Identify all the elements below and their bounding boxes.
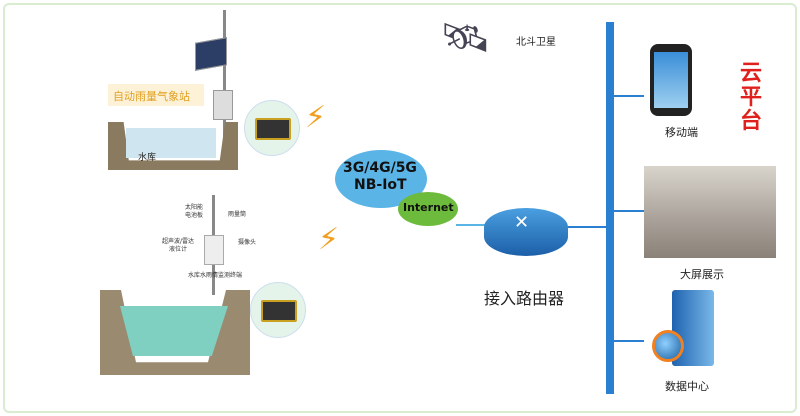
endpoint-big-screen: 大屏展示 xyxy=(680,268,724,281)
station-label-box xyxy=(108,84,204,106)
terminal-bubble-bottom xyxy=(250,282,306,338)
label-solar: 太阳能电池板 xyxy=(184,204,203,219)
terminal-bubble-top xyxy=(244,100,300,156)
monitoring-station xyxy=(200,195,240,295)
reservoir-water xyxy=(126,128,216,158)
signal-lightning-icon: ⚡ xyxy=(318,222,340,257)
bus-branch xyxy=(614,210,644,212)
internet-label: Internet xyxy=(403,201,454,214)
big-screen-image xyxy=(644,166,776,258)
endpoint-data-center: 数据中心 xyxy=(665,380,709,393)
diagram-frame xyxy=(3,3,797,413)
terminal-icon xyxy=(255,118,291,140)
router-label: 接入路由器 xyxy=(484,289,565,308)
station-label: 自动雨量气象站 xyxy=(113,90,190,103)
reservoir-bottom-water xyxy=(120,306,228,356)
satellite-icon: 🛰 xyxy=(440,15,491,61)
bus-branch xyxy=(614,340,644,342)
terminal-icon xyxy=(261,300,297,322)
label-terminal: 水库水雨情监测终端 xyxy=(188,272,243,279)
link-line xyxy=(456,224,496,226)
satellite-label: 北斗卫星 xyxy=(516,37,556,48)
label-camera: 摄像头 xyxy=(238,239,257,246)
endpoint-mobile: 移动端 xyxy=(665,126,698,139)
router-link xyxy=(568,226,610,228)
internet-cloud xyxy=(398,192,458,226)
network-bus xyxy=(606,22,614,394)
mobile-phone-icon xyxy=(650,44,692,116)
weather-station xyxy=(195,10,255,150)
label-level-meter: 超声波/雷达液位计 xyxy=(161,238,195,253)
cellular-label-2: NB-IoT xyxy=(354,177,407,193)
signal-lightning-icon: ⚡ xyxy=(305,100,327,135)
cellular-label-1: 3G/4G/5G xyxy=(343,160,417,176)
globe-icon xyxy=(652,330,684,362)
bus-branch xyxy=(614,95,644,97)
reservoir-label: 水库 xyxy=(138,153,157,163)
router-icon: ✕ xyxy=(484,208,568,256)
label-rain-gauge: 雨量筒 xyxy=(228,211,247,218)
cloud-platform-title: 云平台 xyxy=(740,61,763,134)
